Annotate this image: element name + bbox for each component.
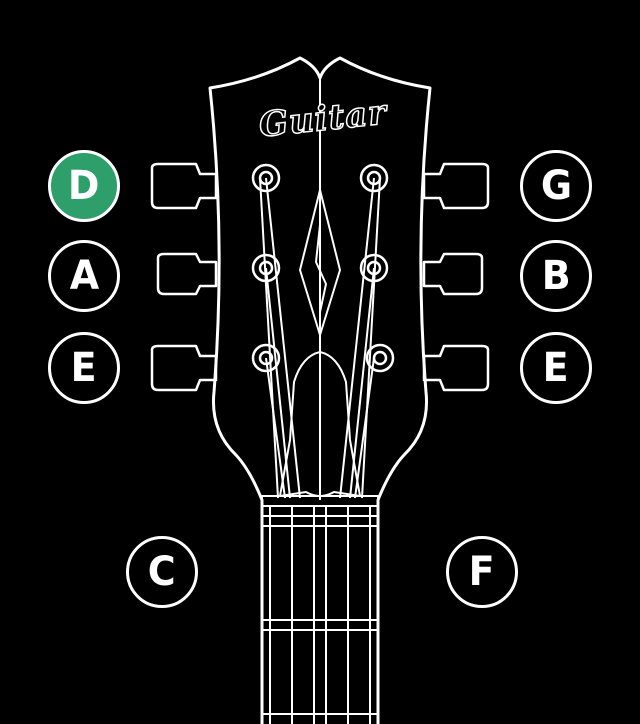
tuning-pegs-right xyxy=(359,162,490,392)
note-button-a[interactable]: A xyxy=(48,240,120,312)
note-label: B xyxy=(541,253,571,299)
note-button-c[interactable]: C xyxy=(126,536,198,608)
note-button-d[interactable]: D xyxy=(48,150,120,222)
diamond-inlay xyxy=(299,189,341,336)
note-label: G xyxy=(540,163,572,209)
note-button-low-e[interactable]: E xyxy=(48,332,120,404)
tuning-pegs-left xyxy=(150,162,281,392)
diamond-inlay-inner xyxy=(315,224,327,313)
nut xyxy=(261,495,379,507)
note-button-g[interactable]: G xyxy=(520,150,592,222)
note-label: E xyxy=(543,345,569,391)
note-button-b[interactable]: B xyxy=(520,240,592,312)
note-label: A xyxy=(69,253,99,299)
note-button-high-e[interactable]: E xyxy=(520,332,592,404)
note-label: C xyxy=(148,549,176,595)
note-label: D xyxy=(68,163,100,209)
note-label: E xyxy=(71,345,97,391)
note-label: F xyxy=(469,549,495,595)
note-button-f[interactable]: F xyxy=(446,536,518,608)
